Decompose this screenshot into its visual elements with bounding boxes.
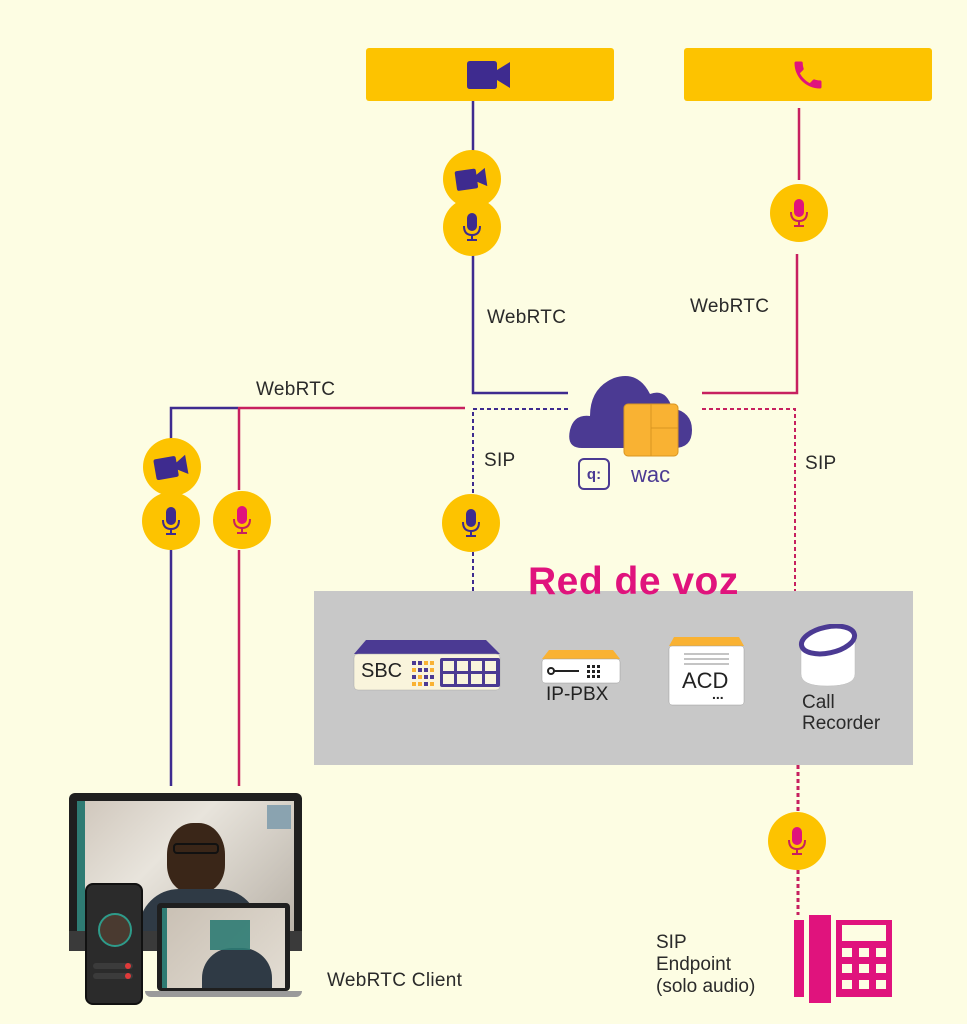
video-participant-head bbox=[167, 823, 225, 893]
laptop-device bbox=[157, 903, 290, 991]
microphone-icon bbox=[462, 509, 480, 537]
video-camera-icon bbox=[153, 454, 189, 481]
microphone-icon bbox=[788, 827, 806, 855]
call-recorder-label-line2: Recorder bbox=[802, 713, 881, 734]
desk-phone-icon bbox=[794, 915, 892, 1003]
phone-endpoint-box[interactable] bbox=[684, 48, 932, 101]
acd-label: ACD bbox=[682, 668, 729, 693]
sip-left-label: SIP bbox=[484, 450, 516, 471]
webrtc-audio-label: WebRTC bbox=[690, 296, 770, 317]
sip-endpoint-label-line2: Endpoint bbox=[656, 954, 732, 975]
wac-cloud-icon bbox=[569, 376, 692, 457]
microphone-icon bbox=[233, 506, 251, 534]
wac-logo-icon: q: bbox=[578, 458, 610, 490]
microphone-icon bbox=[463, 213, 481, 241]
phone-icon bbox=[794, 61, 822, 88]
sip-audio-badge bbox=[442, 494, 500, 552]
microphone-icon bbox=[162, 507, 180, 535]
ip-pbx-device-icon bbox=[541, 650, 621, 684]
client-audio-badge bbox=[142, 492, 200, 550]
phone-webrtc-line bbox=[702, 254, 799, 395]
call-recorder-icon bbox=[798, 624, 858, 687]
voice-network-title: Red de voz bbox=[528, 560, 739, 603]
acd-device-icon bbox=[668, 637, 745, 706]
wac-label: wac bbox=[631, 462, 671, 487]
sip-endpoint-audio-badge bbox=[768, 812, 826, 870]
microphone-icon bbox=[790, 199, 808, 227]
acd-ellipsis: ... bbox=[712, 686, 724, 702]
webrtc-left-label: WebRTC bbox=[256, 379, 336, 400]
sip-endpoint-label-line3: (solo audio) bbox=[656, 976, 756, 997]
webrtc-video-label: WebRTC bbox=[487, 307, 567, 328]
sip-endpoint-label-line1: SIP bbox=[656, 932, 687, 953]
audio-media-badge bbox=[443, 198, 501, 256]
phone-audio-badge bbox=[770, 184, 828, 242]
video-webrtc-line bbox=[471, 250, 568, 395]
ip-pbx-label: IP-PBX bbox=[546, 684, 609, 705]
sip-left-dashed-line bbox=[472, 408, 568, 494]
video-camera-icon bbox=[454, 167, 488, 191]
video-camera-icon bbox=[467, 60, 510, 89]
smartphone-device bbox=[85, 883, 143, 1005]
video-endpoint-box[interactable] bbox=[366, 48, 614, 101]
sbc-device-icon bbox=[353, 640, 501, 691]
webrtc-client-devices bbox=[69, 793, 302, 1005]
left-webrtc-video-line bbox=[169, 406, 238, 440]
webrtc-client-label: WebRTC Client bbox=[327, 970, 463, 991]
client-phone-audio-badge bbox=[213, 491, 271, 549]
sip-right-label: SIP bbox=[805, 453, 837, 474]
sip-right-dashed-line bbox=[702, 408, 796, 591]
client-video-badge bbox=[143, 438, 201, 496]
call-recorder-label-line1: Call bbox=[802, 692, 835, 713]
acd-device: ACD ... bbox=[668, 636, 745, 706]
sbc-label: SBC bbox=[361, 660, 403, 682]
